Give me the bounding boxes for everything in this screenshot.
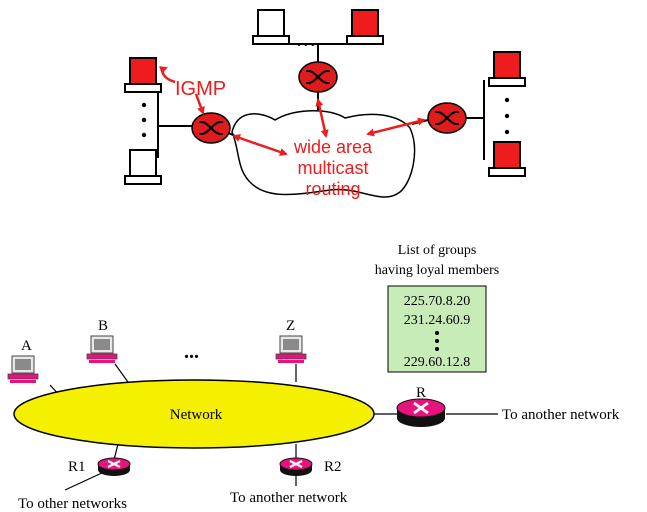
router-r-label: R [416, 385, 426, 401]
bottom-network-diagram: List of groups having loyal members 225.… [7, 243, 620, 512]
right-hosts [464, 51, 526, 177]
routing-label-line1: wide area [293, 137, 373, 157]
top-multicast-router [298, 61, 338, 93]
wide-area-cloud-outline [231, 110, 416, 198]
host-z: Z [275, 318, 307, 364]
router-r [396, 398, 446, 427]
igmp-arrow-upper [159, 66, 176, 84]
routing-arrow-top [315, 98, 329, 138]
hosts-ellipsis: ... [184, 341, 199, 363]
host-a: A [7, 338, 39, 384]
routing-label-line2: multicast [297, 158, 368, 178]
router-r2-link-label: To another network [230, 490, 348, 506]
top-hosts-dots: • • • [297, 39, 315, 51]
host-a-label: A [21, 338, 32, 354]
network-label: Network [170, 407, 223, 423]
igmp-label: IGMP [175, 78, 226, 100]
host-b: B [86, 318, 118, 364]
group-entry: 225.70.8.20 [404, 294, 471, 309]
host-z-label: Z [286, 318, 295, 334]
groups-title-line1: List of groups [398, 243, 477, 258]
top-hosts: • • • [252, 9, 384, 62]
router-r1-label: R1 [68, 459, 86, 475]
left-multicast-router [191, 112, 231, 144]
router-r2 [278, 456, 314, 478]
right-multicast-router [427, 102, 467, 134]
routing-arrow-right [366, 117, 426, 137]
group-entry: 231.24.60.9 [404, 313, 471, 328]
groups-title-line2: having loyal members [375, 263, 499, 278]
router-r1 [96, 456, 132, 478]
router-r2-label: R2 [324, 459, 342, 475]
igmp-arrow-lower [194, 93, 205, 115]
routing-arrow-left [232, 134, 288, 156]
router-r-link-label: To another network [502, 407, 620, 423]
left-hosts [124, 57, 194, 185]
top-multicast-diagram: • • • IGMP wide area multicast routi [124, 9, 526, 199]
host-b-label: B [98, 318, 108, 334]
group-entry: 229.60.12.8 [404, 355, 471, 370]
routing-label-line3: routing [305, 179, 360, 199]
router-r1-link-label: To other networks [18, 496, 127, 512]
groups-list-box [387, 285, 487, 373]
